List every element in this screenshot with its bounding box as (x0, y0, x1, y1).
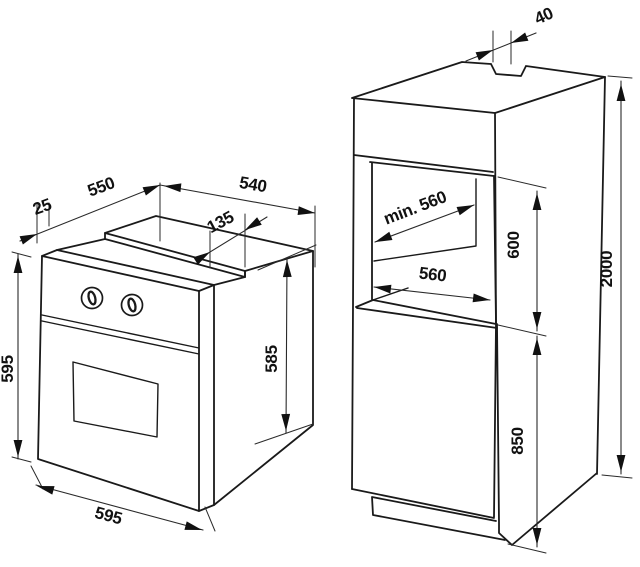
oven-knob-left (80, 286, 104, 310)
oven-frame-top-strip (41, 249, 215, 292)
dim-label-niche-width: 560 (418, 263, 448, 285)
dim-label-rear-body-width: 540 (238, 173, 268, 196)
dimension-arrowheads (13, 32, 626, 545)
oven-drawing (37, 215, 314, 512)
dim-label-body-depth: 550 (85, 173, 117, 200)
cabinet-right-side (494, 76, 606, 546)
cabinet-drawing (351, 61, 606, 546)
cabinet-base (351, 323, 506, 541)
oven-dimension-lines (17, 184, 316, 531)
oven-front-frame (37, 255, 200, 512)
oven-dimensions: 25 550 540 135 595 585 595 (0, 173, 317, 532)
dim-label-frame-overhang: 25 (30, 195, 54, 219)
oven-knob-right (120, 293, 144, 317)
oven-door-window (72, 361, 159, 438)
dim-label-front-height: 595 (0, 355, 17, 382)
cabinet-dimension-lines (373, 32, 622, 548)
dim-label-base-height: 850 (508, 427, 527, 454)
cabinet-left-edge (351, 97, 355, 490)
oven-control-band (41, 314, 200, 355)
cabinet-dimensions: 40 min. 560 560 600 850 2000 (373, 4, 633, 554)
dim-label-front-width: 595 (93, 503, 124, 528)
cabinet-upper-band (353, 154, 495, 177)
dim-label-niche-min-depth: min. 560 (381, 187, 449, 228)
dim-label-total-height: 2000 (597, 251, 616, 288)
dim-label-body-height: 585 (262, 345, 281, 372)
oven-frame-right-strip (198, 284, 215, 512)
dim-label-niche-height: 600 (504, 231, 523, 258)
oven-body-right-face (213, 250, 314, 506)
cabinet-extension-lines (492, 30, 633, 554)
cabinet-top-face (351, 61, 606, 114)
dim-label-vent-cutout: 40 (532, 4, 556, 29)
